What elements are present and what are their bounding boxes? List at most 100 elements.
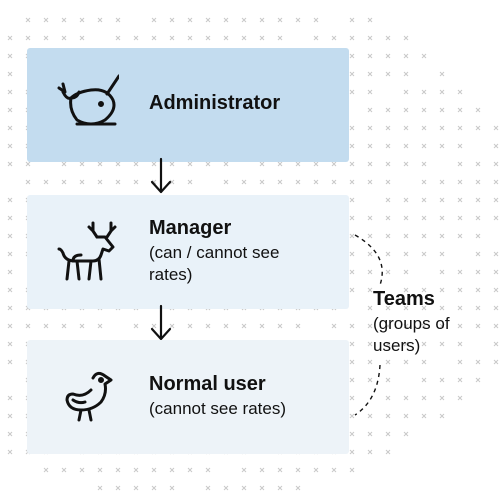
pattern-x-mark: [331, 35, 337, 41]
pattern-x-mark: [475, 305, 481, 311]
pattern-x-mark: [241, 17, 247, 23]
bird-icon: [65, 371, 113, 422]
pattern-x-mark: [349, 179, 355, 185]
pattern-x-mark: [61, 179, 67, 185]
pattern-x-mark: [457, 143, 463, 149]
pattern-x-mark: [367, 89, 373, 95]
pattern-x-mark: [403, 71, 409, 77]
pattern-x-mark: [385, 449, 391, 455]
pattern-x-mark: [367, 53, 373, 59]
pattern-x-mark: [43, 179, 49, 185]
pattern-x-mark: [115, 161, 121, 167]
pattern-x-mark: [187, 161, 193, 167]
pattern-x-mark: [493, 161, 499, 167]
pattern-x-mark: [403, 35, 409, 41]
pattern-x-mark: [115, 179, 121, 185]
pattern-x-mark: [259, 323, 265, 329]
pattern-x-mark: [133, 35, 139, 41]
pattern-x-mark: [457, 161, 463, 167]
role-title: Administrator: [149, 92, 281, 114]
pattern-x-mark: [457, 359, 463, 365]
pattern-x-mark: [385, 359, 391, 365]
pattern-x-mark: [367, 449, 373, 455]
pattern-x-mark: [457, 89, 463, 95]
pattern-x-mark: [385, 125, 391, 131]
pattern-x-mark: [7, 71, 13, 77]
pattern-x-mark: [97, 485, 103, 491]
pattern-x-mark: [385, 413, 391, 419]
pattern-x-mark: [169, 161, 175, 167]
pattern-x-mark: [259, 467, 265, 473]
pattern-x-mark: [421, 341, 427, 347]
pattern-x-mark: [205, 161, 211, 167]
pattern-x-mark: [169, 35, 175, 41]
pattern-x-mark: [439, 143, 445, 149]
pattern-x-mark: [367, 341, 373, 347]
pattern-x-mark: [97, 17, 103, 23]
pattern-x-mark: [61, 323, 67, 329]
pattern-x-mark: [439, 179, 445, 185]
pattern-x-mark: [115, 485, 121, 491]
pattern-x-mark: [277, 161, 283, 167]
pattern-x-mark: [7, 431, 13, 437]
pattern-x-mark: [223, 161, 229, 167]
pattern-x-mark: [79, 467, 85, 473]
pattern-x-mark: [223, 485, 229, 491]
pattern-x-mark: [7, 53, 13, 59]
pattern-x-mark: [457, 197, 463, 203]
pattern-x-mark: [457, 305, 463, 311]
pattern-x-mark: [259, 485, 265, 491]
pattern-x-mark: [421, 413, 427, 419]
pattern-x-mark: [97, 161, 103, 167]
pattern-x-mark: [223, 323, 229, 329]
pattern-x-mark: [385, 215, 391, 221]
pattern-x-mark: [349, 53, 355, 59]
pattern-x-mark: [169, 485, 175, 491]
pattern-x-mark: [403, 125, 409, 131]
pattern-x-mark: [169, 179, 175, 185]
pattern-x-mark: [403, 215, 409, 221]
pattern-x-mark: [349, 197, 355, 203]
pattern-x-mark: [439, 197, 445, 203]
pattern-x-mark: [493, 197, 499, 203]
role-text-manager: Manager (can / cannot see rates): [149, 216, 299, 286]
pattern-x-mark: [493, 269, 499, 275]
pattern-x-mark: [25, 17, 31, 23]
pattern-x-mark: [475, 107, 481, 113]
pattern-x-mark: [7, 287, 13, 293]
pattern-x-mark: [403, 323, 409, 329]
pattern-x-mark: [421, 233, 427, 239]
pattern-x-mark: [349, 251, 355, 257]
pattern-x-mark: [349, 125, 355, 131]
role-text-administrator: Administrator: [149, 91, 280, 115]
pattern-x-mark: [439, 89, 445, 95]
pattern-x-mark: [493, 341, 499, 347]
pattern-x-mark: [439, 395, 445, 401]
pattern-x-mark: [61, 467, 67, 473]
pattern-x-mark: [403, 143, 409, 149]
pattern-x-mark: [403, 269, 409, 275]
pattern-x-mark: [403, 341, 409, 347]
role-title: Normal user: [149, 373, 266, 395]
pattern-x-mark: [277, 485, 283, 491]
pattern-x-mark: [7, 251, 13, 257]
pattern-x-mark: [349, 161, 355, 167]
pattern-x-mark: [349, 233, 355, 239]
pattern-x-mark: [295, 485, 301, 491]
narwhal-icon: [57, 74, 119, 126]
pattern-x-mark: [25, 323, 31, 329]
pattern-x-mark: [367, 107, 373, 113]
pattern-x-mark: [151, 17, 157, 23]
pattern-x-mark: [385, 431, 391, 437]
pattern-x-mark: [475, 233, 481, 239]
pattern-x-mark: [457, 287, 463, 293]
pattern-x-mark: [7, 197, 13, 203]
pattern-x-mark: [133, 323, 139, 329]
role-box-normal-user: Normal user (cannot see rates): [27, 340, 349, 454]
pattern-x-mark: [7, 305, 13, 311]
pattern-x-mark: [61, 17, 67, 23]
pattern-x-mark: [421, 125, 427, 131]
pattern-x-mark: [7, 35, 13, 41]
pattern-x-mark: [349, 17, 355, 23]
pattern-x-mark: [457, 395, 463, 401]
